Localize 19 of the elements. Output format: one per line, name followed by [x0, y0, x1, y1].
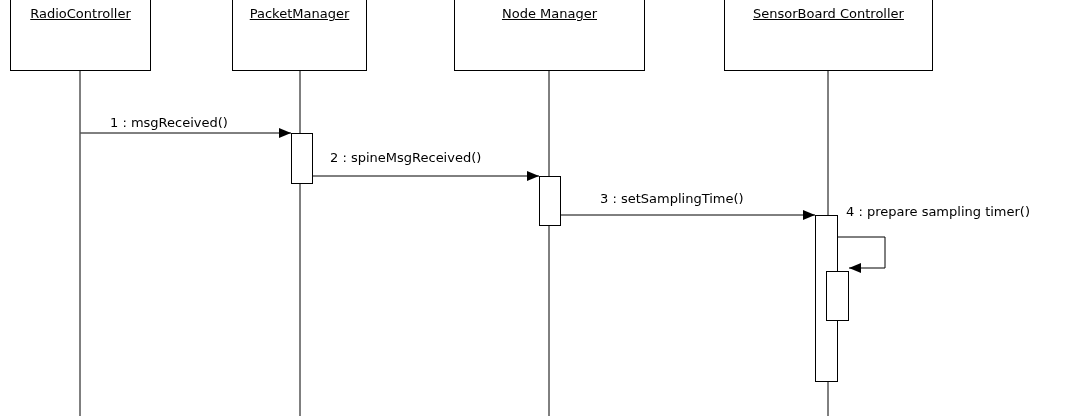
object-name: SensorBoard Controller	[753, 6, 904, 21]
activation-bar	[826, 271, 849, 321]
lifeline-header	[454, 0, 645, 71]
message-arrow	[312, 171, 540, 181]
activation-bar	[291, 133, 313, 184]
lifeline-header	[724, 0, 933, 71]
message-label: 2 : spineMsgReceived()	[330, 150, 482, 165]
message-label: 4 : prepare sampling timer()	[846, 204, 1030, 219]
message-arrow	[560, 210, 816, 220]
object-name: PacketManager	[249, 6, 350, 21]
message-label: 1 : msgReceived()	[110, 115, 228, 130]
message-arrow	[80, 128, 292, 138]
object-name: Node Manager	[501, 6, 597, 21]
message-arrow	[837, 236, 886, 273]
message-label: 3 : setSamplingTime()	[600, 191, 744, 206]
activation-bar	[539, 176, 561, 226]
lifeline-header	[232, 0, 367, 71]
object-name: RadioController	[30, 6, 131, 21]
lifeline-header	[10, 0, 151, 71]
